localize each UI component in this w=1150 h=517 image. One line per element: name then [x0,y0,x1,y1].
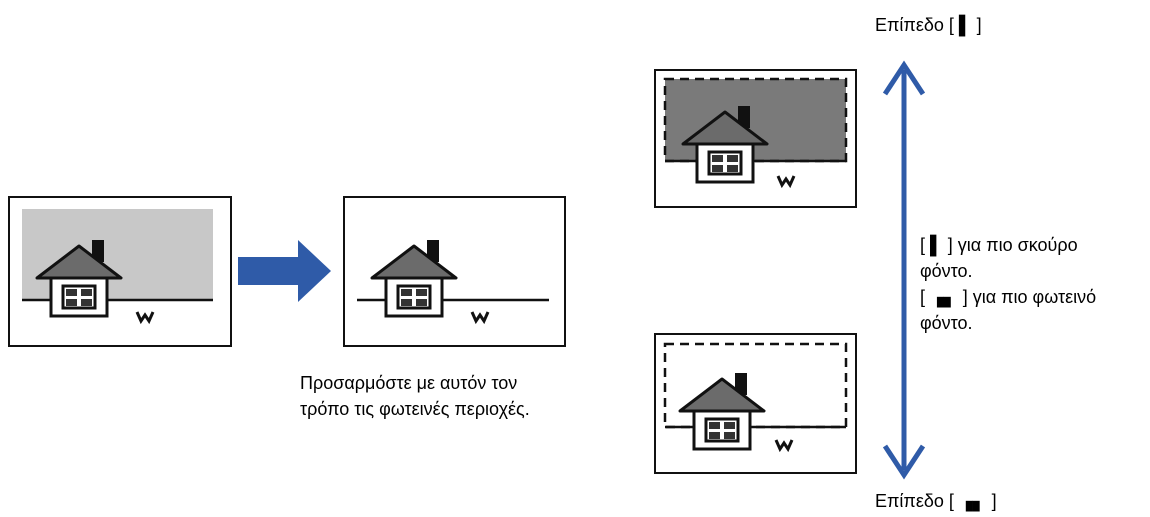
level-explanation: [ ▌ ] για πιο σκούρο φόντο. [ ▗▖ ] για π… [920,232,1096,336]
right-arrow-icon [238,240,331,302]
level-scale-arrow-icon [885,65,923,475]
explanation-line-3: [ ▗▖ ] για πιο φωτεινό [920,284,1096,310]
explanation-line-1: [ ▌ ] για πιο σκούρο [920,232,1096,258]
bottom-level-label: Επίπεδο [ ▗▖ ] [875,488,997,514]
caption-line-2: τρόπο τις φωτεινές περιοχές. [300,396,530,422]
caption-line-1: Προσαρμόστε με αυτόν τον [300,370,530,396]
light-background-area [665,344,846,427]
explanation-line-4: φόντο. [920,310,1096,336]
dark-background-area [665,79,846,161]
top-level-label: Επίπεδο [ ▌ ] [875,12,982,38]
adjustment-caption: Προσαρμόστε με αυτόν τον τρόπο τις φωτει… [300,370,530,422]
original-image [9,197,231,346]
light-level-example [655,334,856,473]
explanation-line-2: φόντο. [920,258,1096,284]
adjusted-image [344,197,565,346]
dark-level-example [655,70,856,207]
